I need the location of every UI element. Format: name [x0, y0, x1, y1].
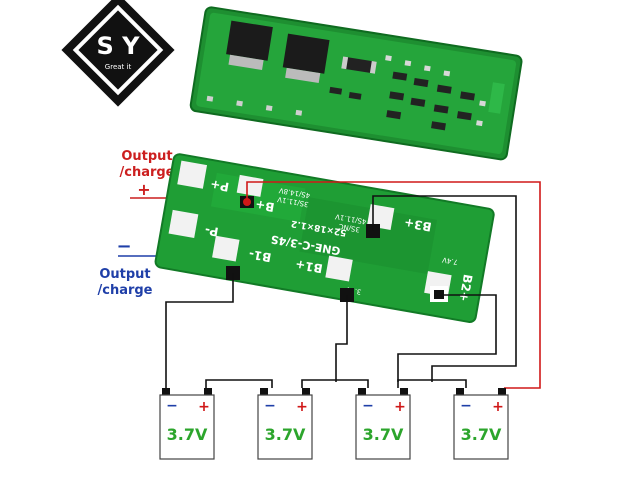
- wire-b1-plus: [335, 295, 348, 382]
- negative-output-text-line1: Output: [99, 267, 150, 282]
- battery-voltage: 3.7V: [167, 425, 208, 444]
- silk-b3-plus: B3+: [403, 215, 433, 234]
- battery-pack: − + 3.7V − + 3.7V − + 3.7V − + 3.7V: [159, 388, 509, 460]
- battery-pos: +: [198, 399, 210, 415]
- pad-b1-plus: [325, 255, 353, 282]
- shunt-resistor: [345, 57, 373, 74]
- battery-cell: − + 3.7V: [453, 388, 509, 460]
- silk-p-minus: P-: [204, 223, 220, 239]
- brand-logo: S Y Great it: [61, 0, 175, 107]
- battery-pos: +: [492, 399, 504, 415]
- silk-b1-plus: B1+: [294, 257, 324, 276]
- wire-b1-minus: [165, 273, 234, 390]
- pad-p-plus: [177, 160, 208, 189]
- battery-neg: −: [460, 398, 472, 414]
- battery-neg: −: [166, 398, 178, 414]
- wire-series-2-3: [301, 379, 369, 388]
- mosfet-chip: [226, 20, 273, 61]
- silk-volt-b2: 3S/NC: [338, 222, 361, 234]
- logo-brand: S Y: [96, 32, 140, 60]
- battery-cell: − + 3.7V: [257, 388, 313, 460]
- wire-b2-plus: [397, 294, 497, 382]
- wire-b-plus: [246, 181, 541, 389]
- mosfet-chip: [282, 33, 330, 74]
- pad-b1-minus: [212, 235, 240, 262]
- positive-output-label: Output /charge +: [119, 149, 180, 199]
- negative-output-label: − Output /charge: [97, 236, 162, 298]
- negative-sign: −: [116, 236, 131, 257]
- silk-cell-v2: 7.4V: [441, 255, 458, 266]
- battery-voltage: 3.7V: [461, 425, 502, 444]
- positive-output-text-line1: Output: [121, 149, 172, 164]
- battery-neg: −: [264, 398, 276, 414]
- negative-output-text-line2: /charge: [97, 283, 152, 298]
- silk-p-plus: P+: [209, 177, 230, 194]
- battery-voltage: 3.7V: [265, 425, 306, 444]
- wire-series-1-2: [205, 379, 273, 388]
- pad-p-minus: [168, 209, 199, 238]
- battery-neg: −: [362, 398, 374, 414]
- battery-voltage: 3.7V: [363, 425, 404, 444]
- logo-tagline: Great it: [105, 63, 132, 71]
- positive-sign: +: [137, 180, 150, 199]
- battery-cell: − + 3.7V: [159, 388, 215, 460]
- silk-b-plus: B+: [254, 197, 275, 214]
- battery-cell: − + 3.7V: [355, 388, 411, 460]
- battery-pos: +: [394, 399, 406, 415]
- pcb-photo: [189, 6, 523, 161]
- battery-pos: +: [296, 399, 308, 415]
- pad-b-plus: [236, 174, 264, 197]
- wire-b3-plus: [372, 195, 517, 382]
- silk-b1-minus: B1-: [248, 247, 273, 265]
- wire-series-3-4: [397, 379, 467, 388]
- wiring: [165, 181, 541, 390]
- positive-output-text-line2: /charge: [119, 165, 174, 180]
